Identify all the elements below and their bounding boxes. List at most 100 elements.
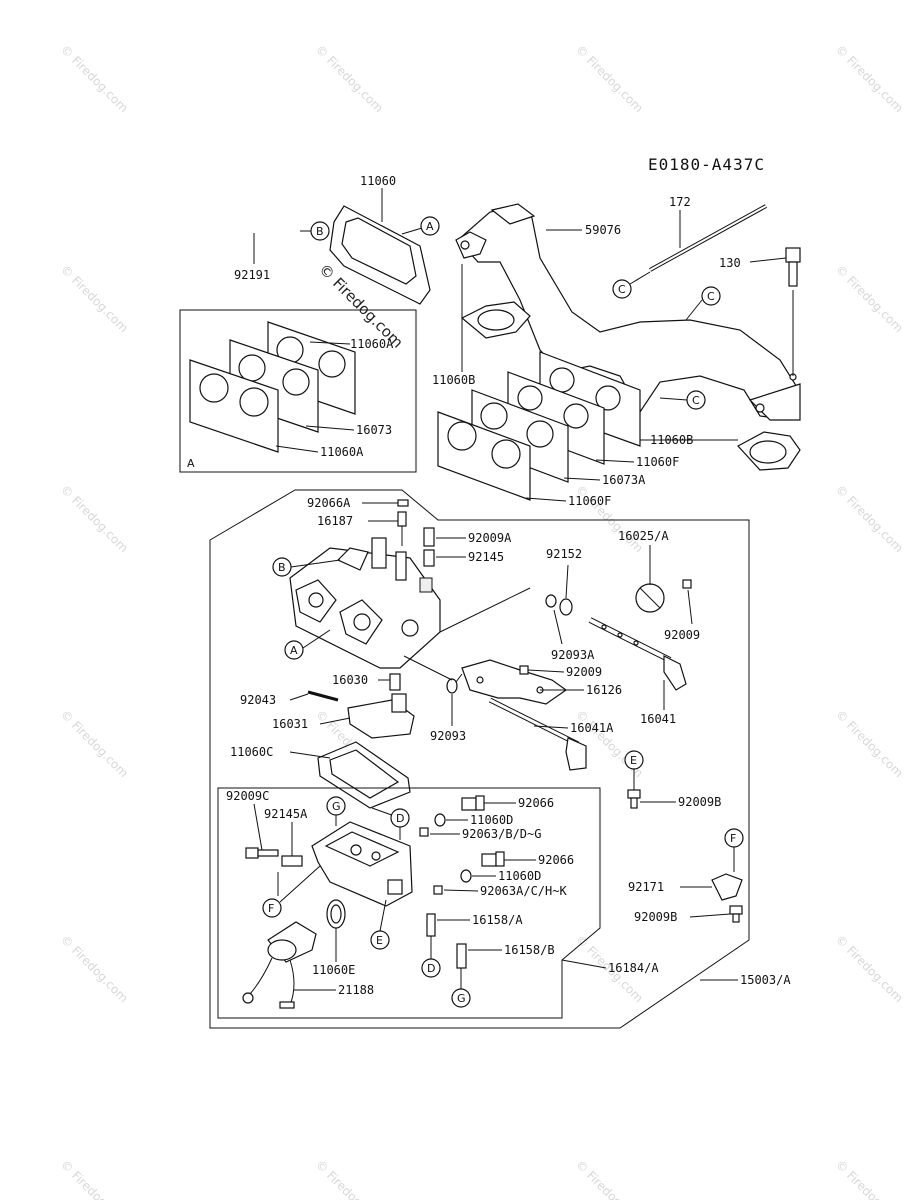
washer-92093 bbox=[446, 678, 458, 694]
assembly-outline-15003a bbox=[209, 489, 750, 1029]
label-21188: 21188 bbox=[338, 983, 374, 997]
label-92145a: 92145A bbox=[264, 807, 308, 821]
watermark: © Firedog.com bbox=[313, 42, 386, 115]
callout-b-label: B bbox=[316, 225, 324, 238]
gasket-stack-manifold bbox=[437, 351, 641, 501]
watermark: © Firedog.com bbox=[573, 1157, 646, 1200]
callout-d2-label: D bbox=[427, 962, 435, 975]
callout-c-label: C bbox=[618, 283, 626, 296]
watermark: © Firedog.com bbox=[573, 42, 646, 115]
oring-11060d-1 bbox=[434, 813, 446, 827]
part-92009a bbox=[423, 527, 435, 547]
watermark: © Firedog.com bbox=[833, 482, 906, 555]
label-16041: 16041 bbox=[640, 712, 676, 726]
choke-shaft-16041a bbox=[488, 697, 587, 771]
callout-a2-label: A bbox=[290, 644, 298, 657]
screw-92009b-1 bbox=[627, 789, 641, 809]
callout-e2-label: E bbox=[376, 934, 383, 947]
label-11060d-2: 11060D bbox=[498, 869, 541, 883]
callout-b bbox=[310, 221, 330, 241]
label-16041a: 16041A bbox=[570, 721, 614, 735]
label-92171: 92171 bbox=[628, 880, 664, 894]
gasket-11060b-right bbox=[737, 431, 801, 471]
label-11060b-right: 11060B bbox=[650, 433, 693, 447]
gasket-11060c bbox=[317, 741, 411, 809]
label-16073: 16073 bbox=[356, 423, 392, 437]
label-92191: 92191 bbox=[234, 268, 270, 282]
watermark: © Firedog.com bbox=[313, 1157, 386, 1200]
label-16025a: 16025/A bbox=[618, 529, 669, 543]
section-a-box bbox=[179, 309, 417, 473]
callout-a-label: A bbox=[426, 220, 434, 233]
label-92009c: 92009C bbox=[226, 789, 269, 803]
callout-a bbox=[420, 216, 440, 236]
label-16126: 16126 bbox=[586, 683, 622, 697]
jet-16158b bbox=[456, 943, 467, 969]
label-11060: 11060 bbox=[360, 174, 396, 188]
label-16030: 16030 bbox=[332, 673, 368, 687]
gasket-stack-a bbox=[189, 321, 356, 453]
label-16158b: 16158/B bbox=[504, 943, 555, 957]
watermark: © Firedog.com bbox=[58, 42, 131, 115]
part-92145 bbox=[423, 549, 435, 567]
watermark: © Firedog.com bbox=[58, 707, 131, 780]
watermark: © Firedog.com bbox=[58, 482, 131, 555]
manifold-59076 bbox=[455, 203, 801, 421]
label-16187: 16187 bbox=[317, 514, 353, 528]
plug-92066-1 bbox=[461, 795, 485, 811]
label-92066-1: 92066 bbox=[518, 796, 554, 810]
label-92009a: 92009A bbox=[468, 531, 512, 545]
screw-92063a bbox=[433, 885, 443, 895]
label-16158a: 16158/A bbox=[472, 913, 523, 927]
label-16031: 16031 bbox=[272, 717, 308, 731]
throttle-shaft-16041 bbox=[588, 617, 687, 691]
label-92063bdg: 92063/B/D~G bbox=[462, 827, 541, 841]
callout-b2-label: B bbox=[278, 561, 286, 574]
watermark: © Firedog.com bbox=[58, 262, 131, 335]
label-92009-2: 92009 bbox=[566, 665, 602, 679]
callout-c2 bbox=[701, 286, 721, 306]
label-11060c: 11060C bbox=[230, 745, 273, 759]
label-11060b-left: 11060B bbox=[432, 373, 475, 387]
callout-d2 bbox=[421, 958, 441, 978]
gasket-11060 bbox=[329, 205, 431, 305]
label-11060f-2: 11060F bbox=[568, 494, 611, 508]
callout-c3-label: C bbox=[692, 394, 700, 407]
watermark: © Firedog.com bbox=[833, 707, 906, 780]
section-a-label: A bbox=[187, 457, 195, 470]
part-92009-1 bbox=[682, 579, 692, 589]
callout-d-label: D bbox=[396, 812, 404, 825]
label-11060d-1: 11060D bbox=[470, 813, 513, 827]
callout-c bbox=[612, 279, 632, 299]
callout-g-label: G bbox=[332, 800, 341, 813]
part-16030 bbox=[389, 673, 401, 691]
callout-f-label: F bbox=[268, 902, 274, 915]
label-11060f-1: 11060F bbox=[636, 455, 679, 469]
callout-g2-label: G bbox=[457, 992, 466, 1005]
label-92066a: 92066A bbox=[307, 496, 351, 510]
callout-f2-label: F bbox=[730, 832, 736, 845]
watermark: © Firedog.com bbox=[833, 262, 906, 335]
float-16031 bbox=[347, 693, 415, 739]
watermark: © Firedog.com bbox=[833, 932, 906, 1005]
solenoid-21188 bbox=[242, 921, 317, 1009]
bolt-130 bbox=[785, 247, 801, 287]
label-92093a: 92093A bbox=[551, 648, 595, 662]
label-92066-2: 92066 bbox=[538, 853, 574, 867]
oring-11060d-2 bbox=[460, 869, 472, 883]
screw-92063 bbox=[419, 827, 429, 837]
washer-92093a bbox=[545, 594, 573, 616]
label-92009b-1: 92009B bbox=[678, 795, 721, 809]
label-16073a: 16073A bbox=[602, 473, 646, 487]
callout-c2-label: C bbox=[707, 290, 715, 303]
label-59076: 59076 bbox=[585, 223, 621, 237]
screw-92009c bbox=[245, 847, 279, 859]
gasket-11060b-left bbox=[460, 301, 531, 339]
hose-92191 bbox=[181, 195, 292, 297]
label-16184a: 16184/A bbox=[608, 961, 659, 975]
throttle-plate-16025a bbox=[635, 583, 665, 613]
label-11060a-bot: 11060A bbox=[320, 445, 364, 459]
watermark: © Firedog.com bbox=[58, 932, 131, 1005]
carburetor-body bbox=[289, 537, 441, 669]
